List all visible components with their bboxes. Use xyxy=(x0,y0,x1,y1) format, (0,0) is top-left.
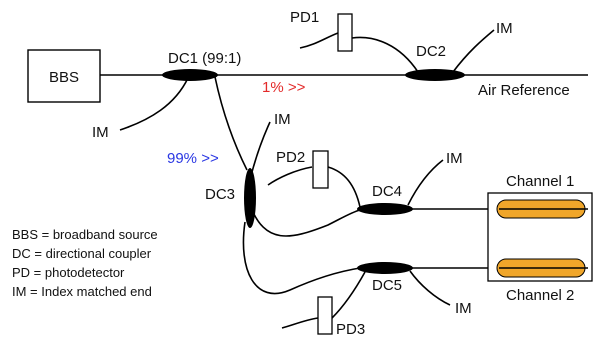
dc3-coupler xyxy=(244,168,256,228)
bbs-box xyxy=(27,49,101,103)
im-dc1-label: IM xyxy=(92,124,109,141)
legend: BBS = broadband source DC = directional … xyxy=(12,227,158,299)
dc1-to-dc3-fiber xyxy=(214,76,248,171)
one-percent-label: 1% >> xyxy=(262,79,306,96)
dc4-pd2-fiber xyxy=(327,166,361,208)
pd2-detector xyxy=(312,150,329,189)
dc1-label: DC1 (99:1) xyxy=(168,50,241,67)
dc5-pd3-fiber xyxy=(331,271,366,319)
dc1-coupler xyxy=(162,69,218,81)
legend-item: PD = photodetector xyxy=(12,265,125,280)
pd1-detector xyxy=(337,13,353,52)
im-dc3-label: IM xyxy=(274,111,291,128)
dc2-label: DC2 xyxy=(416,43,446,60)
im-dc4-label: IM xyxy=(446,150,463,167)
dc4-label: DC4 xyxy=(372,183,402,200)
dc2-im-fiber xyxy=(452,29,495,73)
pd2-label: PD2 xyxy=(276,149,305,166)
dc2-pd1-fiber xyxy=(351,36,419,73)
channel-1-label: Channel 1 xyxy=(506,173,574,190)
dc5-im-fiber xyxy=(409,270,451,306)
dc2-coupler xyxy=(405,69,465,81)
pd1-label: PD1 xyxy=(290,9,319,26)
dc5-label: DC5 xyxy=(372,277,402,294)
dc3-to-dc4-fiber xyxy=(249,204,361,237)
dc4-im-fiber xyxy=(407,159,444,206)
dc3-to-dc5-fiber xyxy=(242,221,361,295)
dc1-im-fiber xyxy=(119,77,189,131)
dc3-im-fiber xyxy=(251,121,271,173)
pd3-label: PD3 xyxy=(336,321,365,338)
pd2-tail-fiber xyxy=(267,166,313,186)
dc3-label: DC3 xyxy=(205,186,235,203)
legend-item: DC = directional coupler xyxy=(12,246,152,261)
pd3-detector xyxy=(317,296,333,335)
legend-item: BBS = broadband source xyxy=(12,227,158,242)
ninety-nine-percent-label: 99% >> xyxy=(167,150,219,167)
pd3-tail-fiber xyxy=(281,317,319,329)
bbs-box-label: BBS xyxy=(49,69,79,86)
pd1-tail-fiber xyxy=(299,32,339,49)
air-reference-label: Air Reference xyxy=(478,82,570,99)
legend-item: IM = Index matched end xyxy=(12,284,152,299)
dc5-coupler xyxy=(357,262,413,274)
channel-2-label: Channel 2 xyxy=(506,287,574,304)
im-dc2-label: IM xyxy=(496,20,513,37)
dc4-coupler xyxy=(357,203,413,215)
im-dc5-label: IM xyxy=(455,300,472,317)
